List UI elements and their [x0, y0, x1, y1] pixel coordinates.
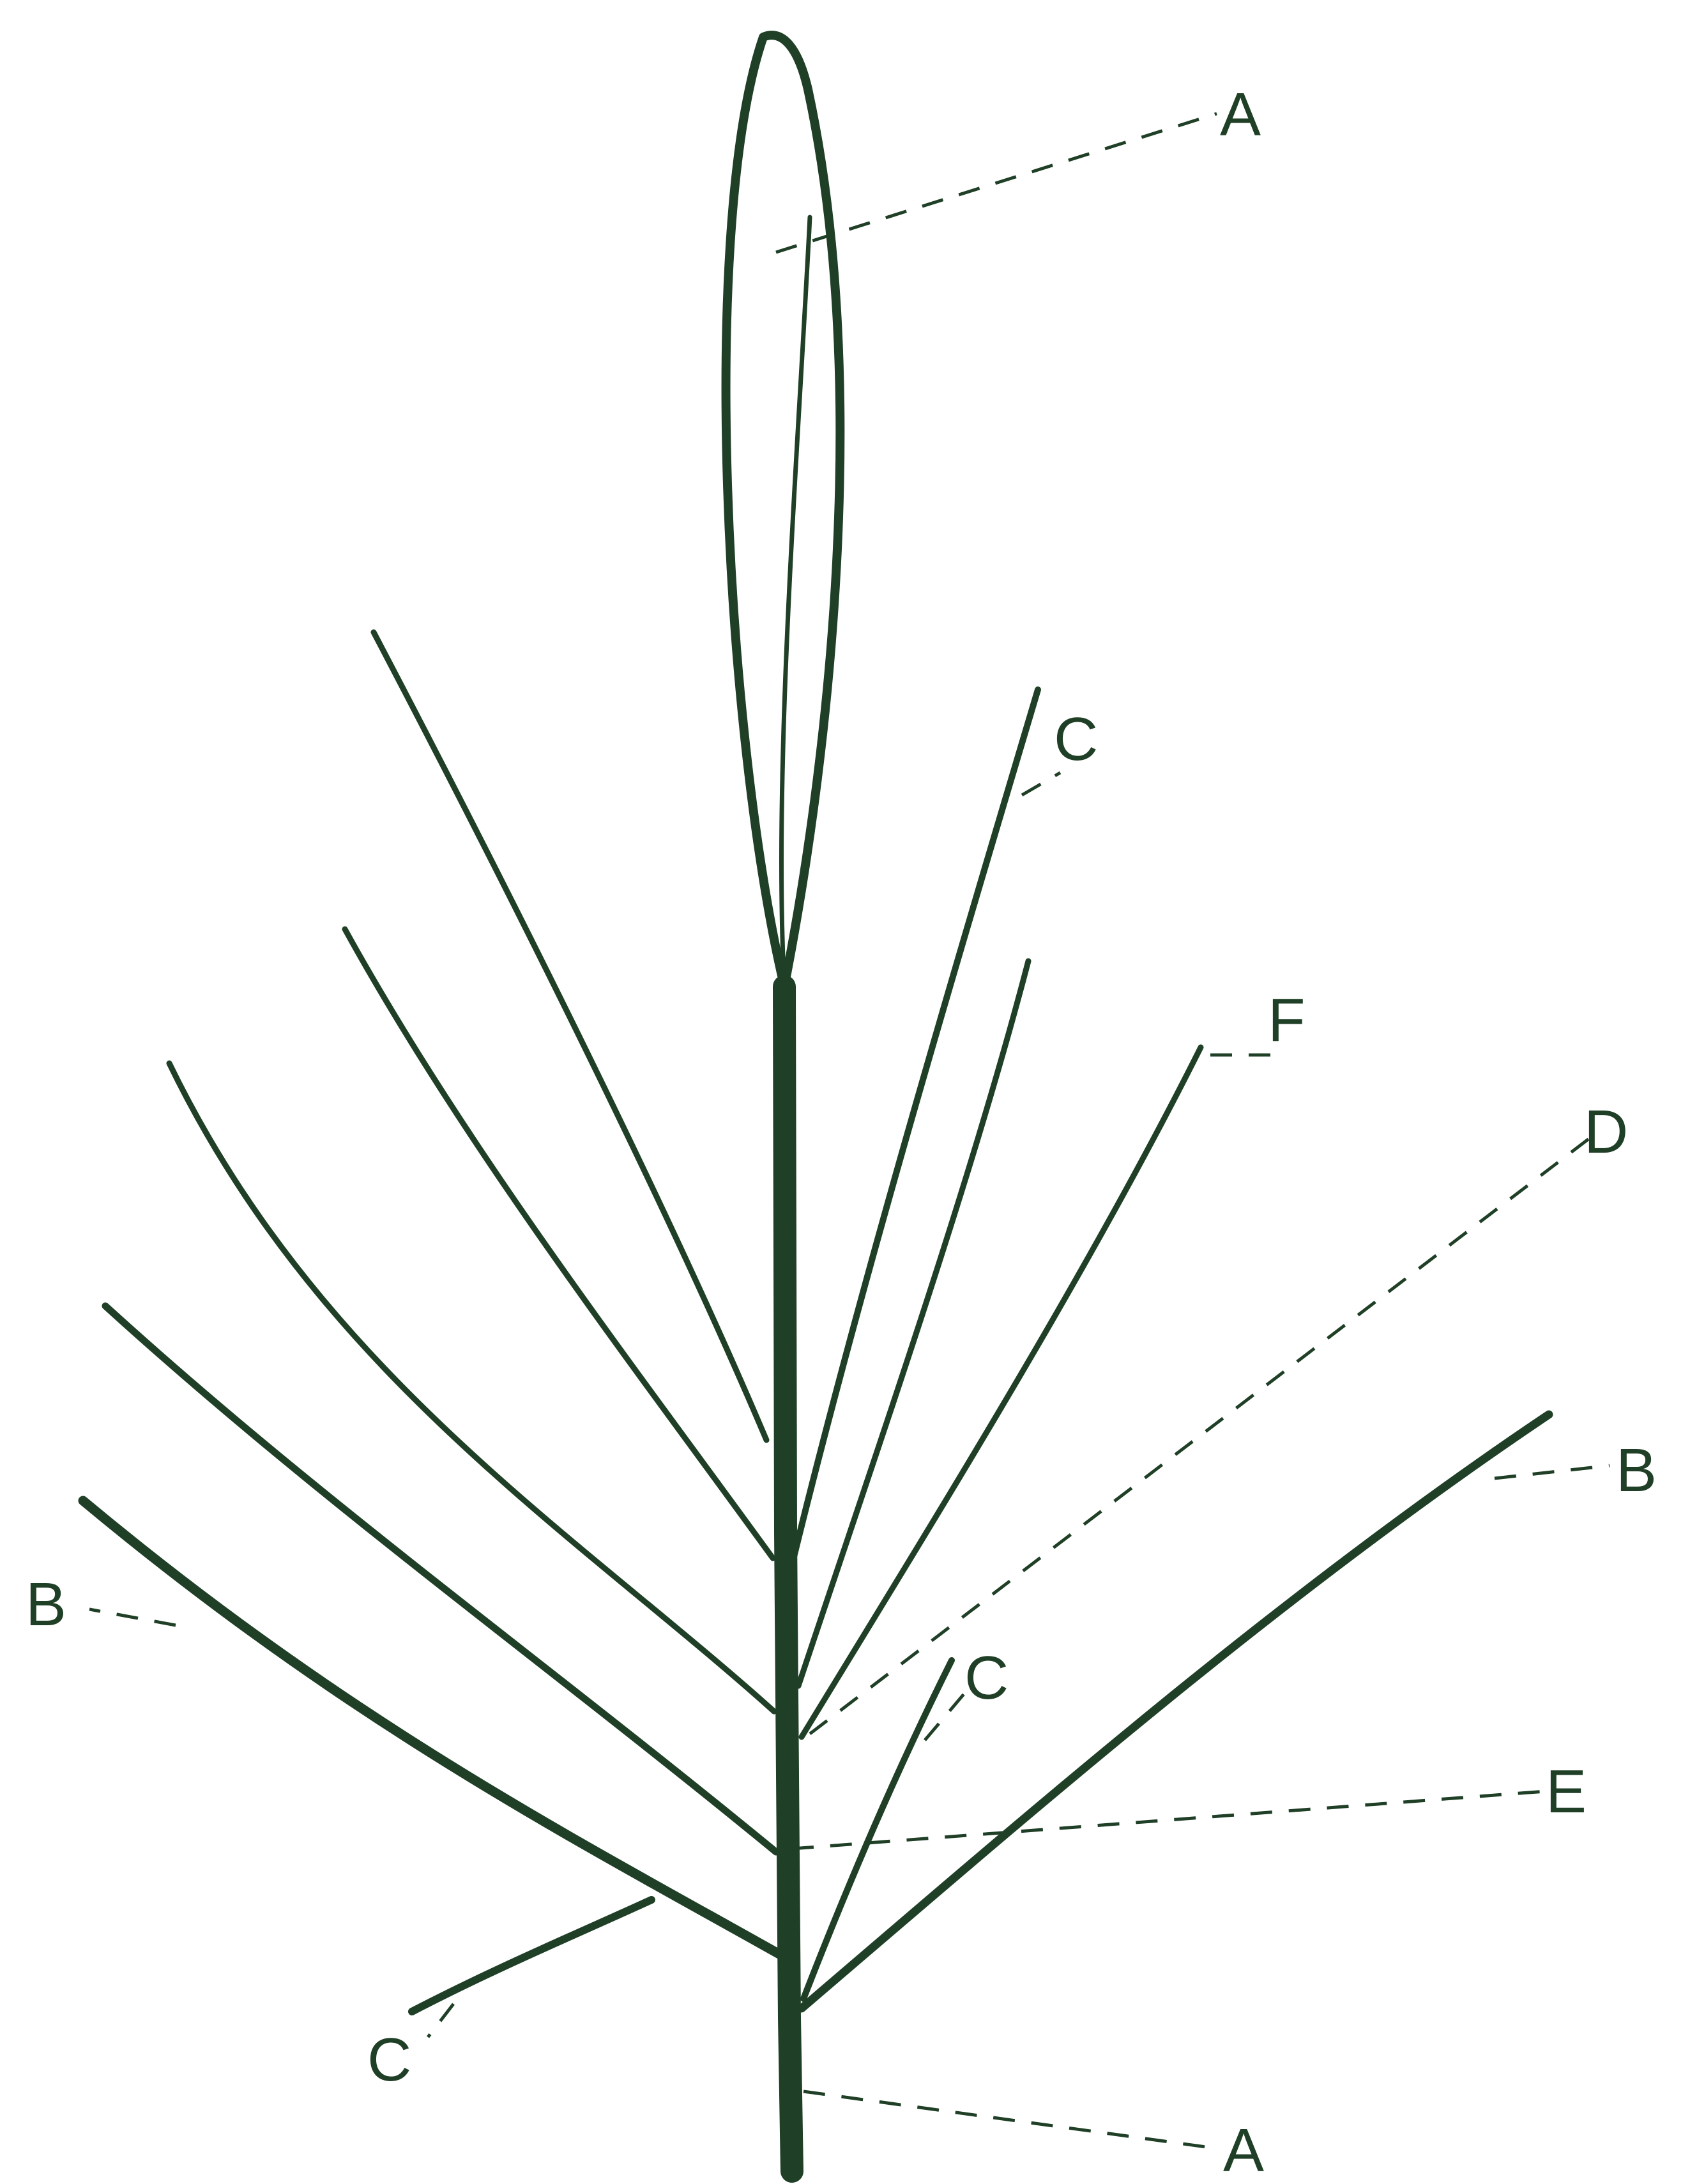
label-d: D — [1584, 1098, 1628, 1166]
right-branch-4 — [802, 1414, 1549, 2008]
label-a-bottom: A — [1223, 2116, 1264, 2184]
left-branch-2 — [345, 929, 773, 1558]
leader-e — [792, 1791, 1546, 1849]
left-branch-5 — [83, 1501, 779, 1954]
left-lower-shoot — [412, 1900, 651, 2012]
leader-b-right — [1495, 1466, 1610, 1478]
left-branch-1 — [374, 632, 766, 1440]
right-branch-2 — [798, 961, 1028, 1686]
label-a-top: A — [1220, 80, 1261, 149]
leader-c-bottom — [428, 2004, 453, 2037]
main-stem — [784, 987, 792, 2171]
right-branch-1 — [792, 690, 1038, 1565]
label-e: E — [1546, 1757, 1587, 1826]
label-f: F — [1268, 986, 1306, 1054]
label-b-right: B — [1616, 1436, 1657, 1505]
label-c-mid: C — [964, 1644, 1009, 1712]
label-c-bottom: C — [367, 2026, 411, 2094]
leader-a-bottom — [803, 2091, 1220, 2149]
right-branch-3 — [802, 1047, 1201, 1737]
left-branch-4 — [105, 1306, 776, 1852]
label-c-top: C — [1054, 705, 1098, 773]
leader-d — [810, 1130, 1600, 1734]
leader-a-top — [776, 114, 1217, 252]
leader-b-left — [89, 1609, 176, 1625]
leader-c-top — [1022, 773, 1060, 795]
label-b-left: B — [26, 1570, 66, 1639]
